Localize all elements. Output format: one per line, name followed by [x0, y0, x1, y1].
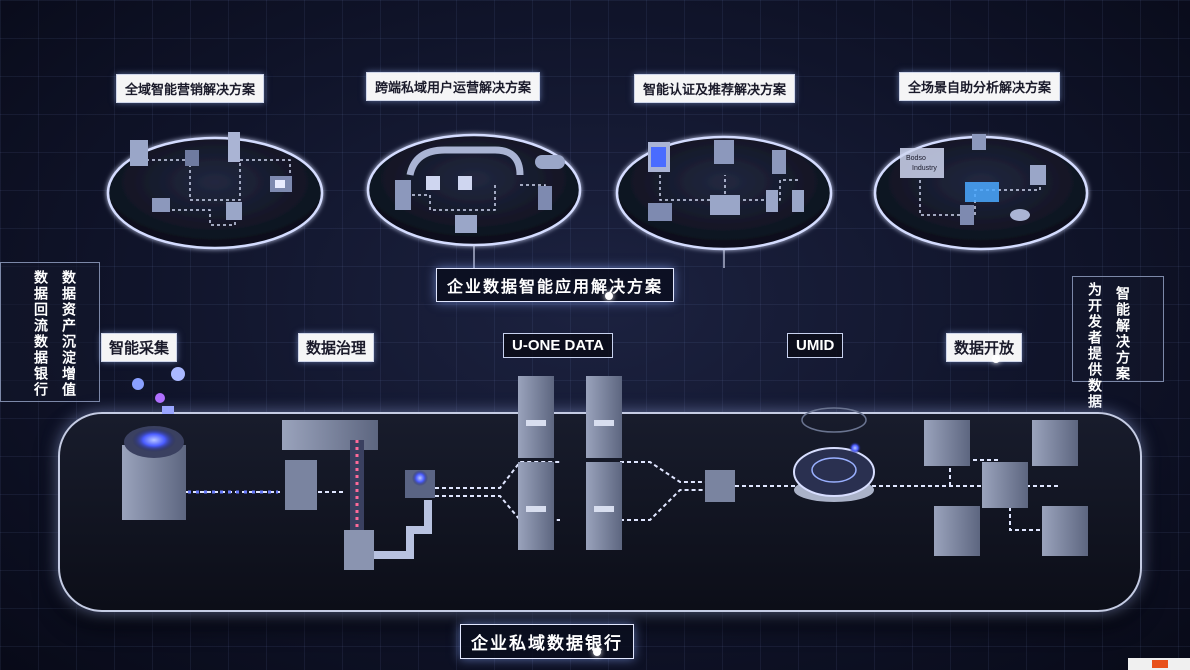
disc-text-line2: Industry — [912, 165, 937, 172]
flow-lines — [186, 459, 1060, 531]
data-open-dot — [992, 355, 1000, 363]
right-vertical-col2: 为开发者提供数据 — [1086, 282, 1102, 410]
governance-unit — [282, 420, 435, 570]
stage-label-umid: UMID — [787, 333, 844, 358]
open-servers — [924, 420, 1088, 556]
solution-title-auth-recommend: 智能认证及推荐解决方案 — [634, 74, 796, 103]
left-vertical-col2: 数据回流数据银行 — [32, 270, 48, 398]
umid-disk — [793, 407, 875, 502]
collection-device — [122, 367, 186, 520]
bottom-title: 企业私域数据银行 — [460, 624, 634, 659]
stage-label-governance: 数据治理 — [298, 333, 375, 362]
switch-box — [705, 470, 735, 502]
solution-title-self-analysis: 全场景自助分析解决方案 — [899, 72, 1061, 101]
middle-title-dot — [605, 292, 613, 300]
right-vertical-col1: 智能解决方案 — [1114, 286, 1130, 382]
disc-text-line1: Bodso — [906, 155, 926, 162]
stage-label-collection: 智能采集 — [101, 333, 178, 362]
disc-marketing — [106, 132, 324, 250]
watermark-logo — [1128, 658, 1190, 670]
stage-label-data-open: 数据开放 — [946, 333, 1023, 362]
disc-self-analysis: Bodso Industry — [873, 134, 1089, 251]
right-vertical-box — [1072, 276, 1164, 382]
stage-label-uone-data: U-ONE DATA — [503, 333, 613, 358]
left-vertical-box — [0, 262, 100, 402]
middle-title: 企业数据智能应用解决方案 — [436, 268, 675, 302]
bottom-title-dot — [593, 648, 601, 656]
solution-title-marketing: 全域智能营销解决方案 — [116, 74, 265, 103]
disc-private-domain — [366, 133, 582, 247]
left-vertical-col1: 数据资产沉淀增值 — [60, 270, 76, 398]
solution-title-private-domain: 跨端私域用户运营解决方案 — [366, 72, 541, 101]
uone-servers — [518, 376, 622, 550]
